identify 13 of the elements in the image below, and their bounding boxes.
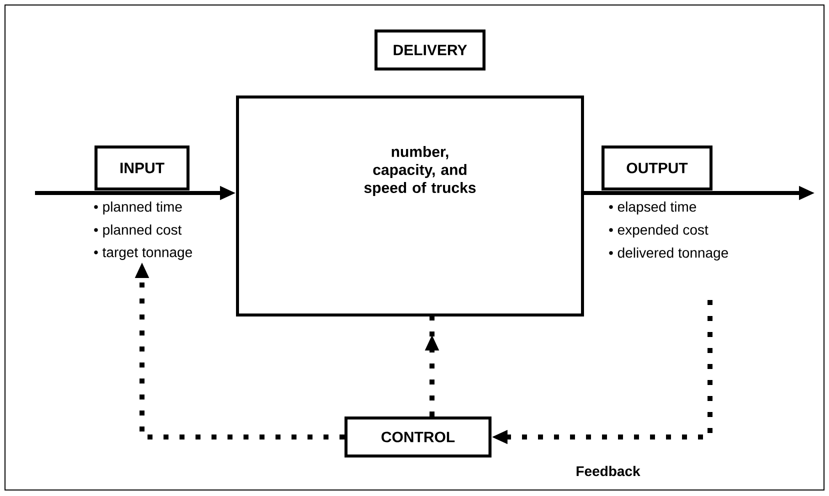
box-text: number, capacity, and speed of trucks bbox=[364, 146, 476, 196]
bullet-item: • planned time bbox=[94, 201, 182, 215]
process-box bbox=[236, 96, 584, 316]
bullet-item: • delivered tonnage bbox=[609, 247, 728, 261]
control-box: CONTROL bbox=[344, 416, 492, 458]
bullet-item: • elapsed time bbox=[609, 201, 696, 215]
output-box: OUTPUT bbox=[602, 146, 712, 190]
bullet-item: • planned cost bbox=[94, 224, 182, 238]
bullet-item: • expended cost bbox=[609, 224, 708, 238]
title-box: DELIVERY bbox=[374, 30, 486, 70]
input-box: INPUT bbox=[94, 146, 190, 190]
bullet-item: • target tonnage bbox=[94, 248, 192, 260]
edge-label: Feedback bbox=[576, 466, 640, 476]
